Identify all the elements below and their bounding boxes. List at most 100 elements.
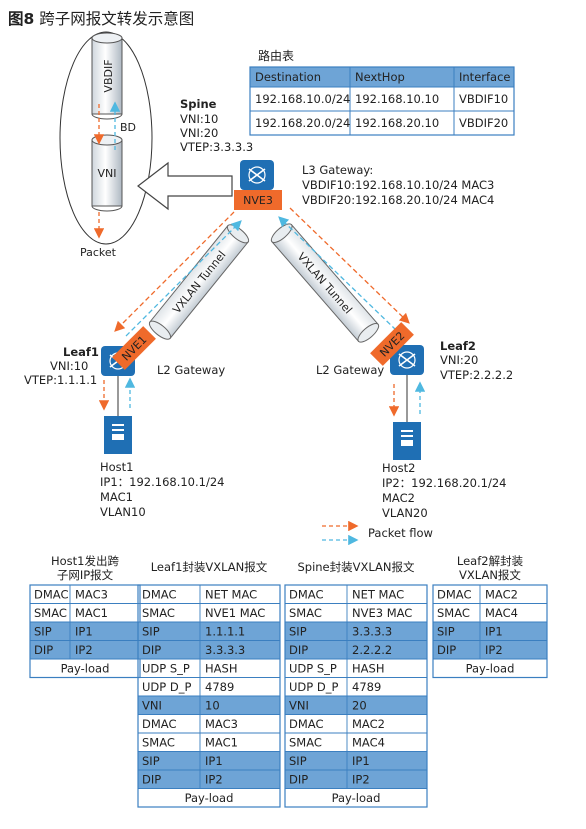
packet-table-title: VXLAN报文 — [459, 568, 521, 582]
leaf2-vni: VNI:20 — [440, 353, 478, 367]
field-name: SIP — [289, 754, 307, 768]
host1-vlan: VLAN10 — [100, 505, 146, 519]
field-name: SMAC — [142, 606, 175, 620]
field-name: UDP D_P — [142, 680, 191, 694]
shaded-row — [138, 622, 280, 641]
field-name: DMAC — [289, 588, 323, 602]
leaf2-node: NVE2 Leaf2 VNI:20 VTEP:2.2.2.2 L2 Gatewa… — [316, 322, 513, 422]
field-name: UDP S_P — [289, 662, 337, 676]
routing-table-cell: 192.168.10.10 — [355, 92, 439, 106]
vbdif-label: VBDIF — [102, 59, 115, 92]
field-name: SMAC — [289, 736, 322, 750]
l3-gateway-vbdif20: VBDIF20:192.168.20.10/24 MAC4 — [302, 193, 494, 207]
field-value: IP2 — [485, 643, 503, 657]
vbdif-cylinder: VBDIF — [91, 32, 123, 120]
field-name: DIP — [289, 773, 308, 787]
l3-gateway-vbdif10: VBDIF10:192.168.10.10/24 MAC3 — [302, 178, 494, 192]
packet-label: Packet — [80, 246, 117, 259]
flow-spine-to-leaf1-orange — [114, 211, 235, 332]
routing-table-header: NextHop — [355, 70, 405, 84]
routing-table-cell: 192.168.20.10 — [355, 116, 439, 130]
leaf1-vtep: VTEP:1.1.1.1 — [24, 373, 97, 387]
flow-leaf2-to-spine-cyan — [278, 216, 397, 331]
field-value: NVE1 MAC — [205, 606, 265, 620]
nve3-badge — [234, 190, 282, 210]
field-name: SIP — [142, 625, 160, 639]
payload-label: Pay-load — [332, 791, 381, 805]
payload-label: Pay-load — [61, 662, 110, 676]
routing-table-frame — [249, 66, 515, 136]
packet-table-title: Host1发出跨 — [51, 554, 120, 568]
routing-table-header: Interface — [459, 70, 511, 84]
routing-table-cell: VBDIF10 — [459, 92, 508, 106]
zoom-hollow-arrow — [137, 161, 233, 211]
field-value: MAC1 — [205, 736, 238, 750]
host2-ip: IP2：192.168.20.1/24 — [382, 476, 506, 490]
packet-flow-legend: Packet flow — [322, 520, 433, 546]
field-name: DMAC — [142, 717, 176, 731]
shaded-row — [285, 696, 427, 715]
nve3-label: NVE3 — [243, 194, 273, 207]
field-name: DMAC — [289, 717, 323, 731]
shaded-row — [285, 770, 427, 789]
routing-table-header: Destination — [255, 70, 321, 84]
field-name: SIP — [437, 625, 455, 639]
field-name: DIP — [142, 773, 161, 787]
shaded-row — [138, 751, 280, 770]
host2-name: Host2 — [382, 461, 416, 475]
field-name: UDP D_P — [289, 680, 338, 694]
field-value: 3.3.3.3 — [205, 643, 245, 657]
field-name: DMAC — [142, 588, 176, 602]
shaded-row — [285, 622, 427, 641]
switch-arrows-icon — [248, 166, 266, 184]
packet-table-title: Spine封装VXLAN报文 — [297, 560, 415, 574]
legend-label: Packet flow — [368, 526, 433, 540]
field-name: SIP — [34, 625, 52, 639]
spine-name: Spine — [180, 97, 217, 111]
field-name: DIP — [437, 643, 456, 657]
shaded-row — [138, 696, 280, 715]
vxlan-tunnel-left: VXLAN Tunnel — [148, 224, 250, 340]
leaf1-node: Leaf1 VNI:10 VTEP:1.1.1.1 NVE1 L2 Gatewa… — [24, 326, 225, 416]
packet-table-frame — [137, 584, 281, 808]
field-name: SIP — [142, 754, 160, 768]
spine-vtep: VTEP:3.3.3.3 — [180, 140, 253, 154]
field-value: 1.1.1.1 — [205, 625, 245, 639]
vni-label: VNI — [98, 167, 117, 180]
routing-table: 路由表 Destination NextHop Interface 192.168.1… — [249, 48, 515, 136]
bd-label: BD — [120, 121, 136, 134]
payload-label: Pay-load — [185, 791, 234, 805]
field-value: MAC1 — [75, 606, 108, 620]
l3-gateway-title: L3 Gateway: — [302, 163, 373, 177]
spine-vni10: VNI:10 — [180, 112, 218, 126]
spine-node: Spine VNI:10 VNI:20 VTEP:3.3.3.3 NVE3 L3… — [180, 97, 494, 210]
field-name: SMAC — [142, 736, 175, 750]
figure-number: 图8 — [8, 10, 34, 28]
host1-ip: IP1：192.168.10.1/24 — [100, 475, 224, 489]
leaf2-gateway: L2 Gateway — [316, 363, 384, 377]
shaded-row — [285, 751, 427, 770]
leaf2-name: Leaf2 — [440, 339, 476, 353]
field-name: VNI — [289, 699, 309, 713]
field-value: 4789 — [352, 680, 381, 694]
field-value: 20 — [352, 699, 367, 713]
flow-spine-to-leaf2-orange — [289, 207, 410, 324]
shaded-row — [433, 640, 547, 659]
field-value: NVE3 MAC — [352, 606, 412, 620]
field-value: 10 — [205, 699, 220, 713]
leaf1-name: Leaf1 — [63, 345, 99, 359]
field-value: MAC4 — [485, 606, 518, 620]
field-name: DMAC — [34, 588, 68, 602]
packet-table-title: 子网IP报文 — [57, 568, 114, 582]
leaf1-vni: VNI:10 — [50, 359, 88, 373]
host2-mac: MAC2 — [382, 491, 415, 505]
routing-table-title: 路由表 — [258, 48, 294, 63]
field-value: 2.2.2.2 — [352, 643, 392, 657]
leaf2-vtep: VTEP:2.2.2.2 — [440, 368, 513, 382]
field-value: MAC3 — [75, 588, 108, 602]
field-name: VNI — [142, 699, 162, 713]
switch-arrows-icon — [398, 351, 416, 369]
figure-caption: 跨子网报文转发示意图 — [39, 9, 194, 28]
field-value: IP1 — [205, 754, 223, 768]
